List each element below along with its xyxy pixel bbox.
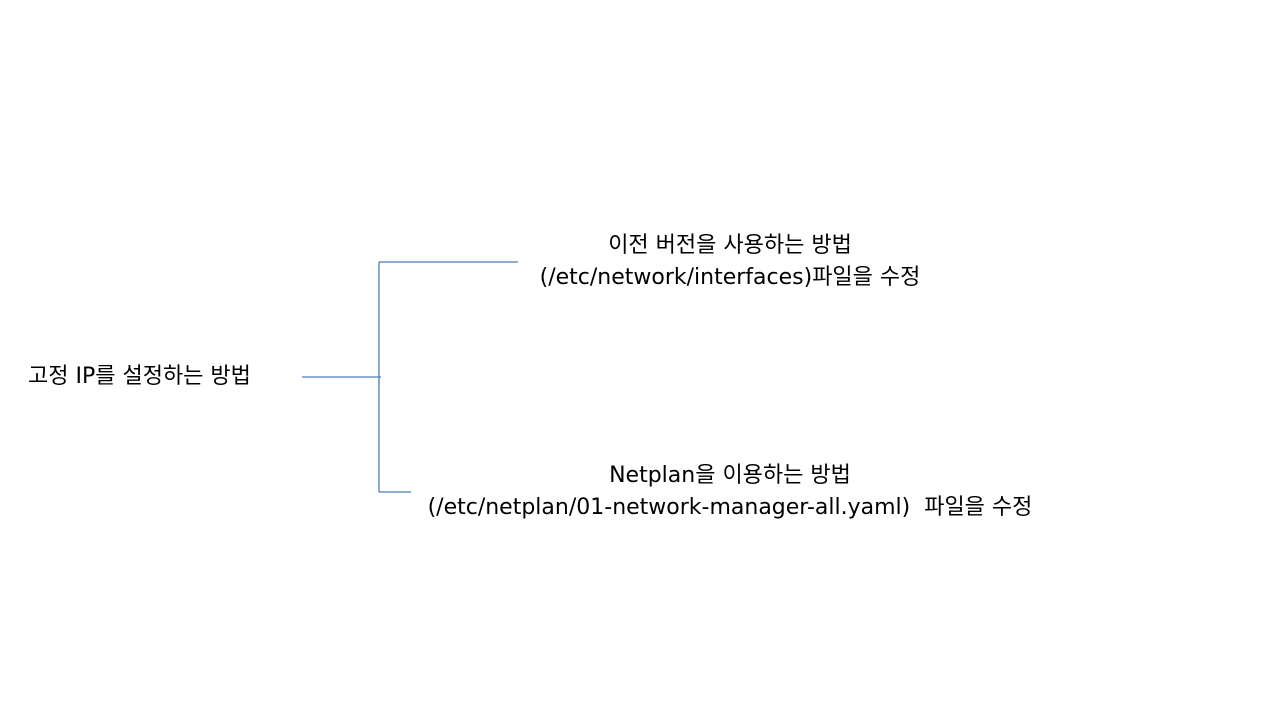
branch-legacy-detail: (/etc/network/interfaces)파일을 수정 <box>539 265 921 290</box>
root-node-label: 고정 IP를 설정하는 방법 <box>28 364 251 389</box>
branch-netplan-detail: (/etc/netplan/01-network-manager-all.yam… <box>427 495 1033 520</box>
branch-netplan-title: Netplan을 이용하는 방법 <box>609 463 851 488</box>
branch-legacy-title: 이전 버전을 사용하는 방법 <box>608 233 852 258</box>
branch-node-netplan: Netplan을 이용하는 방법 (/etc/netplan/01-networ… <box>400 460 1060 524</box>
branch-node-legacy: 이전 버전을 사용하는 방법 (/etc/network/interfaces)… <box>470 230 990 294</box>
